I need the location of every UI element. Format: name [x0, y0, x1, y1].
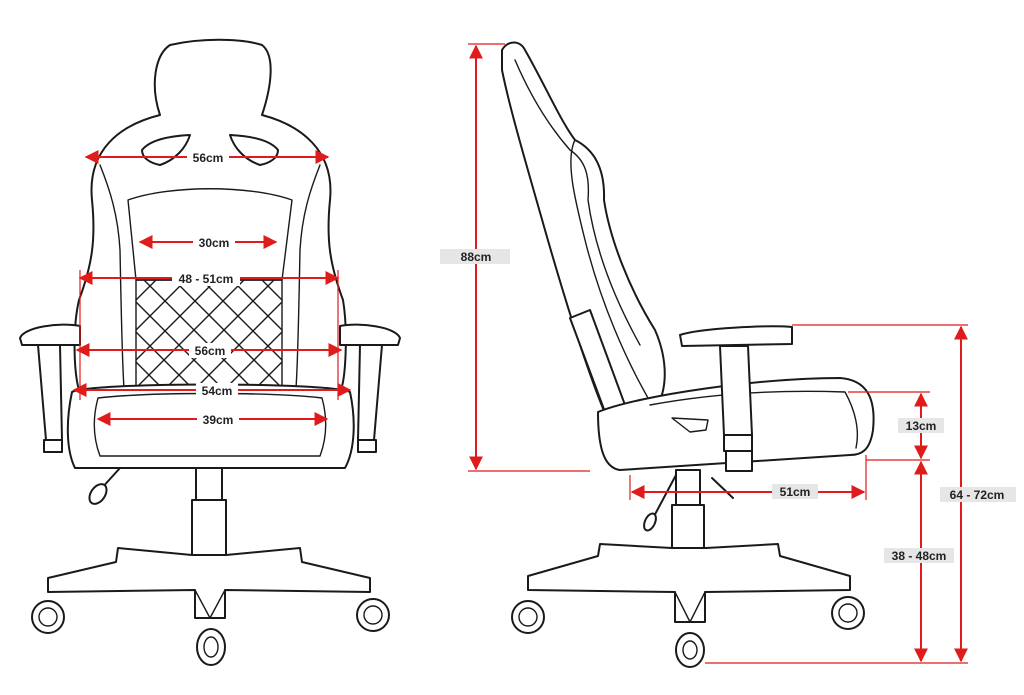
back-width-label: 48 - 51cm — [179, 272, 234, 286]
seat-height-label: 38 - 48cm — [892, 549, 947, 563]
front-wheels — [31, 598, 390, 666]
side-view-chair — [501, 41, 875, 668]
lumbar-width-label: 30cm — [199, 236, 230, 250]
armrest-height-total-label: 64 - 72cm — [950, 488, 1005, 502]
quilted-pattern — [135, 279, 283, 389]
armrest-span-label: 56cm — [195, 344, 226, 358]
seat-inner-width-label: 39cm — [203, 413, 234, 427]
backrest-height-label: 88cm — [461, 250, 492, 264]
seat-depth-label: 51cm — [780, 485, 811, 499]
side-wheels — [511, 596, 865, 668]
armrest-height-above-seat-label: 13cm — [906, 419, 937, 433]
seat-width-label: 54cm — [202, 384, 233, 398]
dimension-labels: 56cm 30cm 48 - 51cm 56cm 54cm 39cm 88cm … — [172, 150, 1016, 563]
headrest-width-label: 56cm — [193, 151, 224, 165]
